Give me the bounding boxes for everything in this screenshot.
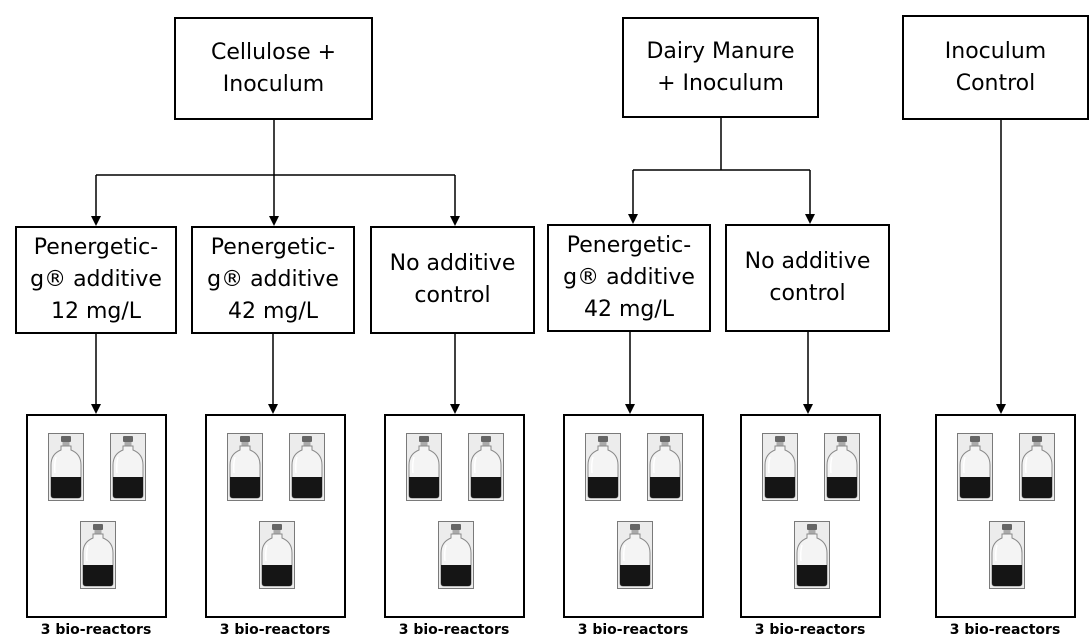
bioreactor-bottle-icon xyxy=(468,433,504,501)
bioreactor-bottle-icon xyxy=(110,433,146,501)
bioreactor-bottle-icon xyxy=(989,521,1025,589)
reactor-group-5 xyxy=(740,414,881,618)
reactor-caption-2: 3 bio-reactors xyxy=(219,622,331,638)
treatment-box-penergetic-42-cellulose: Penergetic- g® additive 42 mg/L xyxy=(191,226,355,334)
reactor-group-1 xyxy=(26,414,167,618)
bioreactor-bottle-icon xyxy=(48,433,84,501)
bioreactor-bottle-icon xyxy=(227,433,263,501)
treatment-box-penergetic-42-dairy: Penergetic- g® additive 42 mg/L xyxy=(547,224,711,332)
bioreactor-bottle-icon xyxy=(824,433,860,501)
reactor-group-3 xyxy=(384,414,525,618)
treatment-box-penergetic-12: Penergetic- g® additive 12 mg/L xyxy=(15,226,177,334)
bioreactor-bottle-icon xyxy=(617,521,653,589)
bioreactor-bottle-icon xyxy=(406,433,442,501)
bioreactor-bottle-icon xyxy=(585,433,621,501)
bioreactor-bottle-icon xyxy=(1019,433,1055,501)
reactor-caption-3: 3 bio-reactors xyxy=(398,622,510,638)
reactor-group-6 xyxy=(935,414,1076,618)
cellulose-inoculum-box: Cellulose + Inoculum xyxy=(174,17,373,120)
treatment-box-no-additive-cellulose: No additive control xyxy=(370,226,535,334)
reactor-caption-1: 3 bio-reactors xyxy=(40,622,152,638)
inoculum-control-box: Inoculum Control xyxy=(902,15,1089,120)
bioreactor-bottle-icon xyxy=(794,521,830,589)
bioreactor-bottle-icon xyxy=(289,433,325,501)
bioreactor-bottle-icon xyxy=(438,521,474,589)
treatment-box-no-additive-dairy: No additive control xyxy=(725,224,890,332)
reactor-group-2 xyxy=(205,414,346,618)
dairy-manure-inoculum-box: Dairy Manure + Inoculum xyxy=(622,17,819,118)
bioreactor-bottle-icon xyxy=(80,521,116,589)
bioreactor-bottle-icon xyxy=(957,433,993,501)
bioreactor-bottle-icon xyxy=(762,433,798,501)
reactor-group-4 xyxy=(563,414,704,618)
bioreactor-bottle-icon xyxy=(647,433,683,501)
reactor-caption-6: 3 bio-reactors xyxy=(949,622,1061,638)
reactor-caption-4: 3 bio-reactors xyxy=(577,622,689,638)
reactor-caption-5: 3 bio-reactors xyxy=(754,622,866,638)
bioreactor-bottle-icon xyxy=(259,521,295,589)
